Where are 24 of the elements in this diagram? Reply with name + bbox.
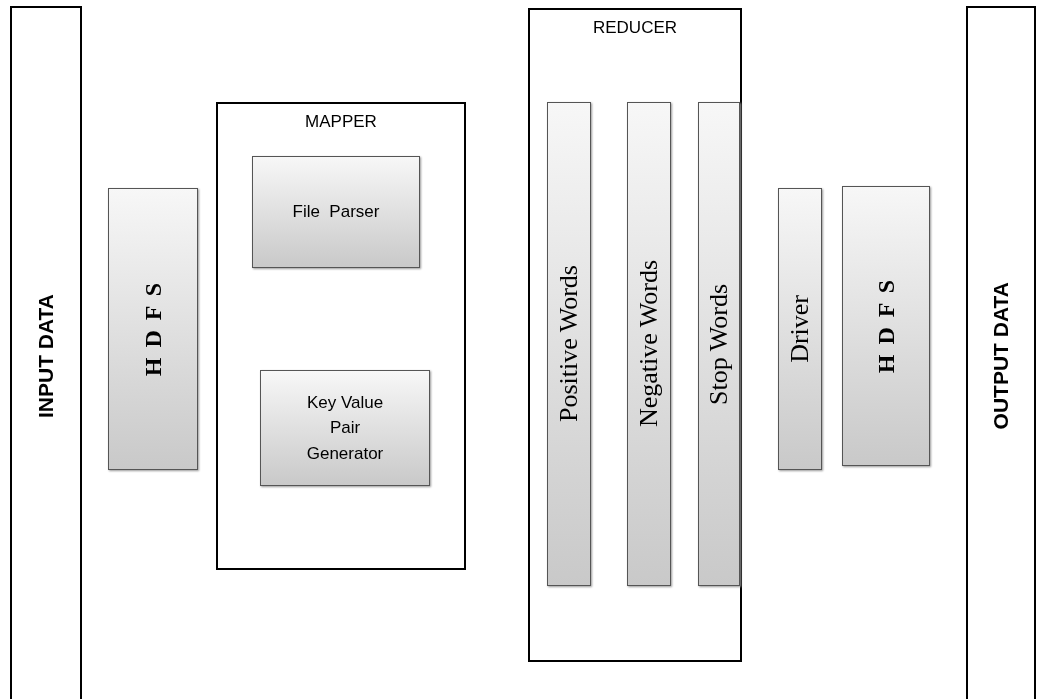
process-box bbox=[842, 186, 930, 466]
process-box bbox=[698, 102, 740, 586]
process-box bbox=[778, 188, 822, 470]
data-bar bbox=[10, 6, 82, 699]
process-box bbox=[627, 102, 671, 586]
box-label: H D F S bbox=[872, 278, 900, 374]
data-bar bbox=[966, 6, 1036, 699]
process-box bbox=[547, 102, 591, 586]
group-box bbox=[216, 102, 466, 570]
box-label: File Parser bbox=[291, 201, 381, 224]
box-label: OUTPUT DATA bbox=[989, 282, 1013, 430]
group-box bbox=[528, 8, 742, 662]
box-label: Positive Words bbox=[554, 265, 584, 423]
box-label: Negative Words bbox=[634, 260, 664, 428]
group-title: MAPPER bbox=[304, 112, 378, 132]
box-label: INPUT DATA bbox=[34, 293, 58, 418]
box-label: Driver bbox=[785, 295, 815, 363]
group-title: REDUCER bbox=[591, 18, 679, 38]
box-label: H D F S bbox=[139, 281, 167, 377]
process-box bbox=[108, 188, 198, 470]
process-box bbox=[260, 370, 430, 486]
box-label: Key Value Pair Generator bbox=[305, 391, 385, 465]
process-box bbox=[252, 156, 420, 268]
box-label: Stop Words bbox=[704, 283, 734, 405]
